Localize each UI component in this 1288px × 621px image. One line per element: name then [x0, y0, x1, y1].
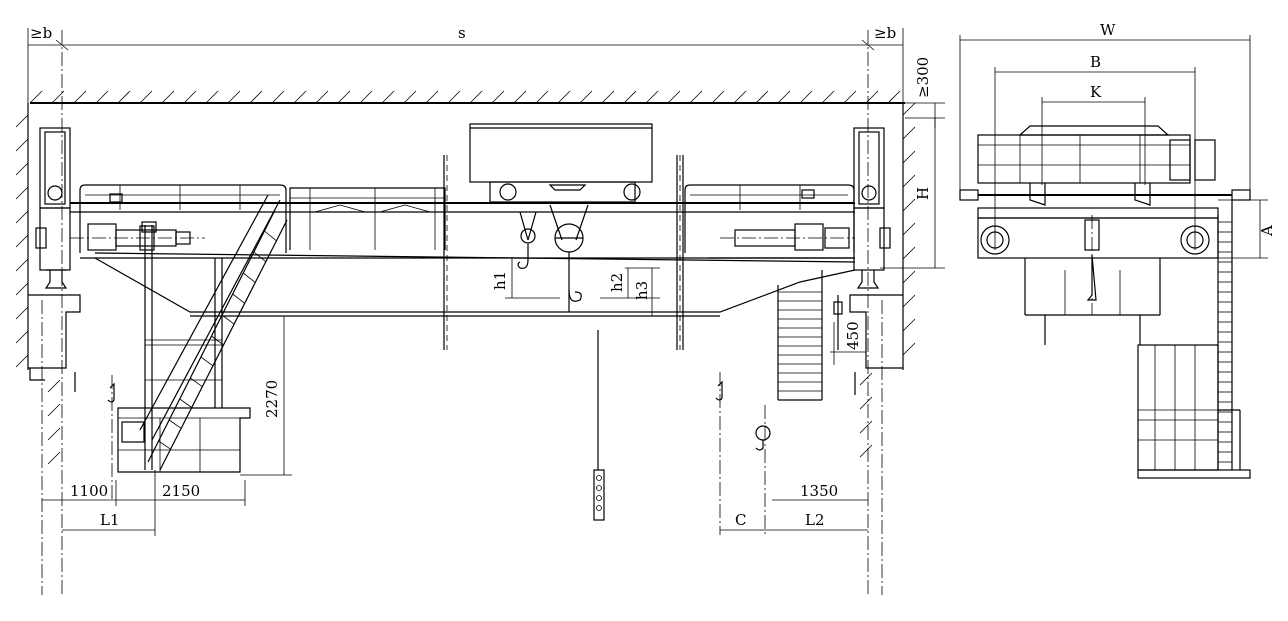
left-travel-drive — [70, 223, 205, 251]
dim-1100: 1100 — [70, 482, 108, 500]
dim-K-group: K — [1041, 83, 1146, 185]
dim-K: K — [1090, 83, 1102, 101]
left-end-carriage — [35, 127, 71, 289]
main-girder — [70, 202, 856, 317]
main-hook — [549, 204, 589, 312]
dim-C: C — [735, 511, 746, 529]
bottom-dimensions: 1100 2150 L1 1350 C L2 — [42, 470, 868, 536]
left-corbel — [28, 294, 81, 392]
right-travel-drive — [708, 223, 855, 259]
trolley — [443, 123, 684, 350]
ceiling-hatch — [29, 90, 905, 104]
side-view: W B K — [959, 21, 1276, 479]
right-end-carriage — [853, 127, 891, 289]
clearance-dimension: ≥300 — [905, 57, 945, 128]
side-girder — [959, 189, 1251, 345]
operator-cab — [117, 221, 251, 473]
dim-b-left: ≥b — [30, 24, 52, 42]
side-cab — [1137, 344, 1251, 479]
hook-approach-marker-mid — [715, 372, 771, 535]
dim-450: 450 — [844, 321, 862, 350]
access-ladder — [139, 194, 288, 471]
dim-1350: 1350 — [800, 482, 838, 500]
left-wall-hatch — [15, 103, 61, 465]
dim-b-right: ≥b — [874, 24, 896, 42]
auxiliary-hook — [517, 211, 537, 269]
dim-2270: 2270 — [263, 380, 281, 418]
front-view: ≥b s ≥b ≥300 H — [15, 24, 945, 595]
height-dimension: H — [880, 118, 945, 269]
dim-A-group: A — [1218, 199, 1276, 259]
span-dimension: ≥b s ≥b — [27, 24, 904, 110]
left-railing — [79, 184, 287, 253]
right-corbel — [849, 294, 903, 395]
dim-B: B — [1090, 53, 1101, 71]
dim-h1: h1 — [491, 271, 509, 290]
dim-2270-group: 2270 — [190, 315, 292, 476]
hook-height-dimensions: h1 h2 h3 — [491, 257, 665, 317]
dim-2150: 2150 — [162, 482, 200, 500]
dim-W: W — [1100, 21, 1116, 39]
dim-clearance-top: ≥300 — [914, 57, 932, 98]
center-railing — [289, 187, 446, 250]
dim-h2: h2 — [608, 273, 626, 292]
right-railing — [684, 184, 855, 253]
dim-A: A — [1258, 225, 1276, 237]
dim-height: H — [914, 187, 932, 200]
right-wall-hatch — [859, 102, 916, 458]
right-access-stairs — [777, 270, 843, 401]
dim-L1: L1 — [100, 511, 120, 529]
side-ladder — [1217, 200, 1233, 470]
side-trolley — [977, 125, 1216, 206]
dim-W-group: W — [959, 21, 1251, 200]
dim-h3: h3 — [633, 281, 651, 300]
dim-L2: L2 — [805, 511, 825, 529]
hook-approach-marker-left — [107, 375, 115, 500]
dim-450-group: 450 — [830, 321, 866, 365]
dim-span: s — [458, 24, 466, 42]
pendant-control — [593, 330, 605, 521]
